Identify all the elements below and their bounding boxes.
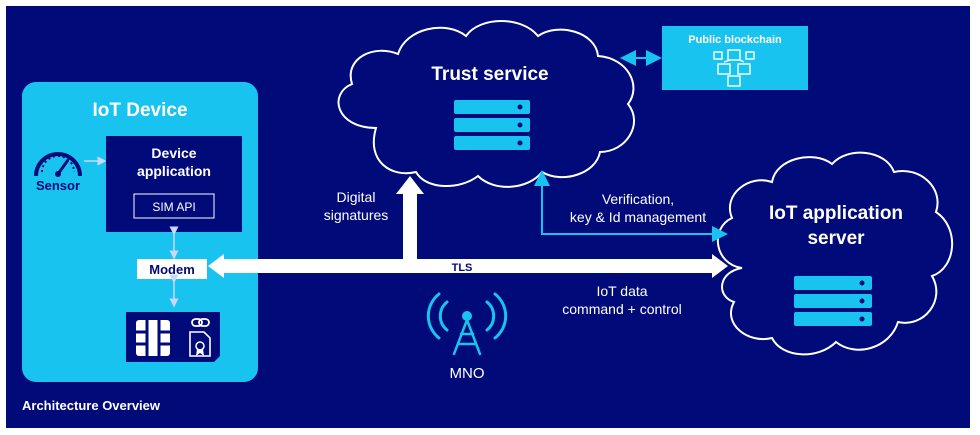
diagram-canvas: IoT Device Sensor Device application SIM…	[6, 6, 970, 428]
iot-data-line2: command + control	[562, 301, 681, 317]
iot-data-line1: IoT data	[596, 283, 647, 299]
sim-api-box	[133, 193, 215, 219]
server-rack-icon	[794, 276, 872, 326]
blockchain-title: Public blockchain	[688, 34, 782, 46]
iot-device-panel: IoT Device Sensor Device application SIM…	[22, 82, 258, 382]
digital-signatures-arrow	[396, 176, 424, 259]
iot-server-cloud: IoT application server	[716, 151, 953, 356]
public-blockchain-box: Public blockchain	[662, 26, 808, 90]
digital-signatures-line1: Digital	[337, 189, 376, 205]
verification-arrow	[534, 170, 728, 242]
certificate-icon	[189, 331, 211, 357]
iot-server-title-line1: IoT application	[769, 203, 903, 224]
sensor-label: Sensor	[36, 178, 80, 193]
tls-label: TLS	[452, 262, 473, 274]
gauge-icon	[34, 152, 82, 177]
digital-signatures-line2: signatures	[324, 207, 389, 223]
antenna-tower-icon	[426, 292, 508, 356]
device-application-box: Device application SIM API	[106, 136, 242, 232]
device-app-label-line1: Device	[151, 145, 196, 161]
verification-line2: key & Id management	[570, 209, 706, 225]
device-app-label-line2: application	[137, 163, 211, 179]
blockchain-cubes-icon	[713, 49, 755, 87]
mno-label: MNO	[450, 365, 485, 382]
modem-label: Modem	[149, 262, 195, 277]
sim-chip-icon	[136, 320, 170, 356]
tls-arrow: TLS	[208, 254, 728, 278]
footer-title: Architecture Overview	[22, 398, 161, 413]
modem-box	[137, 259, 207, 279]
sim-api-label: SIM API	[152, 200, 195, 214]
architecture-diagram: IoT Device Sensor Device application SIM…	[22, 20, 953, 413]
sim-card	[126, 312, 220, 362]
iot-server-title-line2: server	[807, 228, 865, 249]
server-rack-icon	[454, 100, 530, 150]
trust-service-title: Trust service	[431, 64, 548, 85]
verification-line1: Verification,	[602, 191, 674, 207]
trust-service-cloud: Trust service	[337, 20, 635, 188]
iot-device-title: IoT Device	[92, 100, 187, 121]
link-icon	[191, 318, 210, 327]
